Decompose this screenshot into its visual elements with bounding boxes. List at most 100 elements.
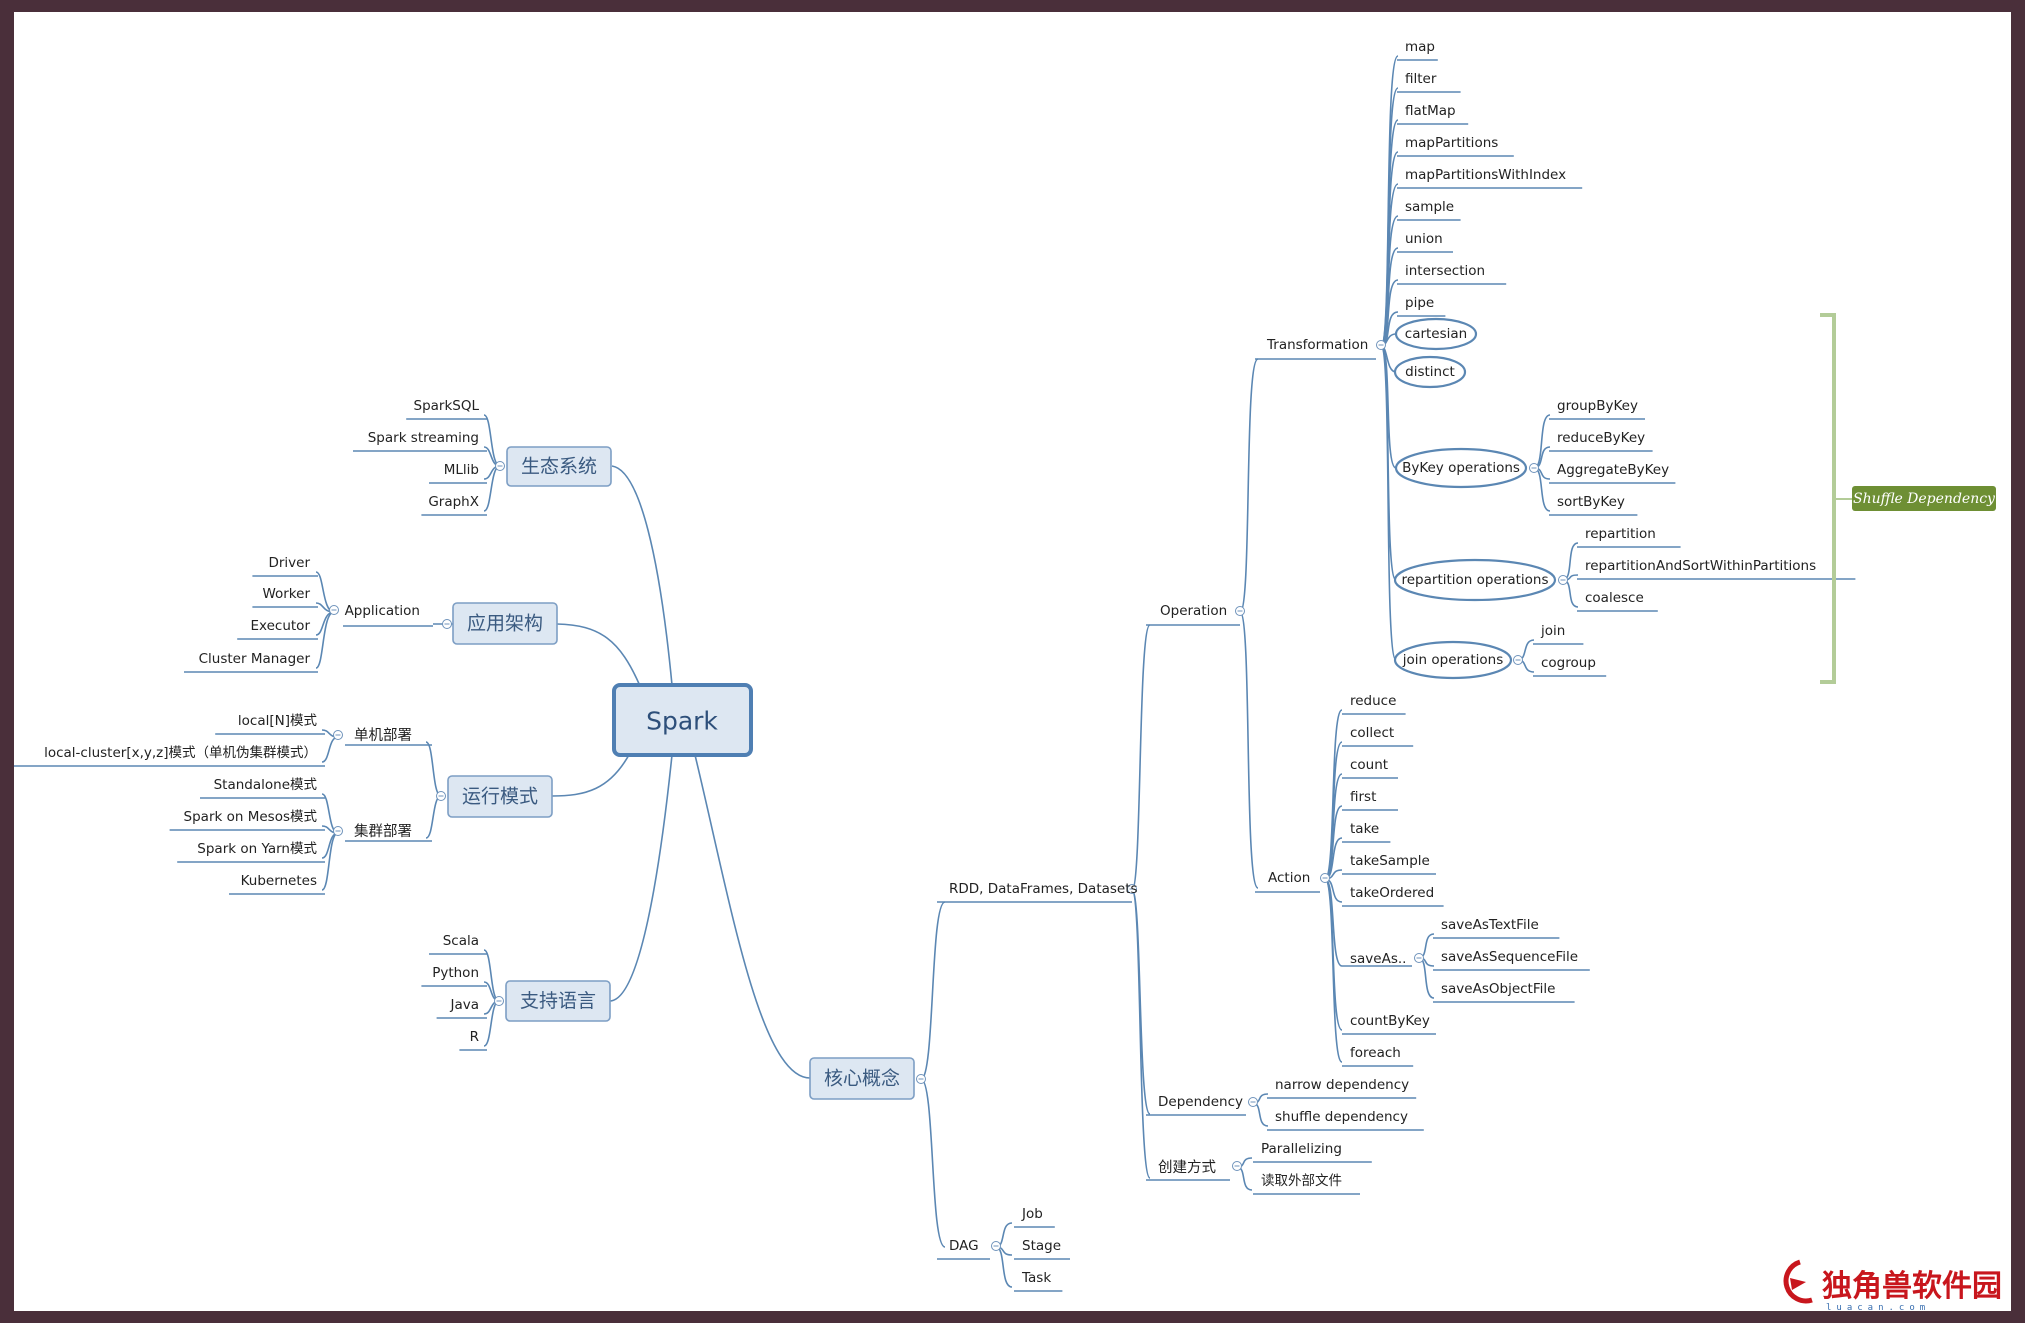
transformation-item[interactable]: mapPartitionsWithIndex — [1405, 167, 1566, 183]
core-node-label[interactable]: 核心概念 — [824, 1067, 900, 1090]
action-item[interactable]: take — [1350, 821, 1379, 837]
bykey-operations-label[interactable]: ByKey operations — [1402, 460, 1520, 476]
join-operations-label[interactable]: join operations — [1402, 652, 1503, 668]
collapse-toggle-icon[interactable] — [916, 1074, 926, 1084]
join-item[interactable]: join — [1540, 623, 1565, 639]
architecture-item[interactable]: Driver — [268, 555, 310, 571]
core-node-box[interactable] — [809, 1057, 915, 1100]
distinct-label[interactable]: distinct — [1405, 364, 1455, 380]
collapse-toggle-icon[interactable] — [1529, 463, 1539, 473]
collapse-toggle-icon[interactable] — [1376, 340, 1386, 350]
repartition-item[interactable]: repartitionAndSortWithinPartitions — [1585, 558, 1816, 574]
ecosystem-item[interactable]: SparkSQL — [414, 398, 480, 414]
collapse-toggle-icon[interactable] — [1248, 1097, 1258, 1107]
creation-item[interactable]: Parallelizing — [1261, 1141, 1342, 1157]
language-item[interactable]: Scala — [443, 933, 479, 949]
languages-node-box[interactable] — [505, 980, 611, 1022]
action-item[interactable]: takeSample — [1350, 853, 1430, 869]
shuffle-dependency-callout[interactable] — [1852, 486, 1996, 511]
architecture-item[interactable]: Cluster Manager — [199, 651, 311, 667]
collapse-toggle-icon[interactable] — [333, 826, 343, 836]
transformation-item[interactable]: pipe — [1405, 295, 1434, 311]
action-item[interactable]: reduce — [1350, 693, 1396, 709]
cluster-deploy-label[interactable]: 集群部署 — [354, 823, 412, 840]
collapse-toggle-icon[interactable] — [436, 791, 446, 801]
join-item[interactable]: cogroup — [1541, 655, 1596, 671]
action-item[interactable]: count — [1350, 757, 1388, 773]
bykey-item[interactable]: groupByKey — [1557, 398, 1638, 414]
dependency-item[interactable]: shuffle dependency — [1275, 1109, 1408, 1125]
transformation-item[interactable]: union — [1405, 231, 1443, 247]
transformation-item[interactable]: flatMap — [1405, 103, 1456, 119]
collapse-toggle-icon[interactable] — [1320, 873, 1330, 883]
action-item[interactable]: takeOrdered — [1350, 885, 1434, 901]
single-deploy-label[interactable]: 单机部署 — [354, 727, 412, 744]
collapse-toggle-icon[interactable] — [1414, 953, 1424, 963]
creation-item[interactable]: 读取外部文件 — [1261, 1173, 1342, 1189]
ecosystem-node-box[interactable] — [506, 446, 612, 487]
architecture-item[interactable]: Worker — [262, 586, 310, 602]
operation-label[interactable]: Operation — [1160, 603, 1227, 619]
action-item[interactable]: foreach — [1350, 1045, 1401, 1061]
rdd-label[interactable]: RDD, DataFrames, Datasets — [949, 881, 1138, 897]
repartition-item[interactable]: repartition — [1585, 526, 1656, 542]
collapse-toggle-icon[interactable] — [991, 1241, 1001, 1251]
collapse-toggle-icon[interactable] — [495, 461, 505, 471]
action-item[interactable]: first — [1350, 789, 1376, 805]
saveas-item[interactable]: saveAsObjectFile — [1441, 981, 1555, 997]
dependency-item[interactable]: narrow dependency — [1275, 1077, 1409, 1093]
collapse-toggle-icon[interactable] — [442, 619, 452, 629]
architecture-item[interactable]: Executor — [251, 618, 311, 634]
bykey-item[interactable]: reduceByKey — [1557, 430, 1645, 446]
architecture-node-label[interactable]: 应用架构 — [467, 613, 543, 635]
cartesian-label[interactable]: cartesian — [1405, 326, 1467, 342]
repartition-item[interactable]: coalesce — [1585, 590, 1644, 606]
ecosystem-item[interactable]: GraphX — [428, 494, 479, 510]
dag-item[interactable]: Job — [1021, 1206, 1043, 1222]
creation-label[interactable]: 创建方式 — [1158, 1159, 1216, 1176]
join-operations-oval[interactable] — [1393, 640, 1513, 680]
saveas-item[interactable]: saveAsSequenceFile — [1441, 949, 1578, 965]
bykey-item[interactable]: sortByKey — [1557, 494, 1625, 510]
application-label[interactable]: Application — [345, 603, 420, 619]
dag-item[interactable]: Task — [1021, 1270, 1051, 1286]
saveas-label[interactable]: saveAs.. — [1350, 951, 1406, 967]
collapse-toggle-icon[interactable] — [1235, 606, 1245, 616]
bykey-operations-oval[interactable] — [1394, 447, 1528, 489]
run-modes-node-label[interactable]: 运行模式 — [462, 786, 538, 808]
action-label[interactable]: Action — [1268, 870, 1310, 886]
collapse-toggle-icon[interactable] — [1127, 884, 1137, 894]
collapse-toggle-icon[interactable] — [329, 605, 339, 615]
language-item[interactable]: Python — [432, 965, 479, 981]
action-item[interactable]: countByKey — [1350, 1013, 1430, 1029]
transformation-item[interactable]: map — [1405, 39, 1435, 55]
languages-node-label[interactable]: 支持语言 — [520, 990, 596, 1012]
single-deploy-item[interactable]: local-cluster[x,y,z]模式（单机伪集群模式） — [44, 745, 317, 761]
ecosystem-node-label[interactable]: 生态系统 — [521, 456, 597, 478]
cluster-deploy-item[interactable]: Kubernetes — [241, 873, 317, 889]
root-box[interactable] — [612, 683, 753, 757]
dependency-label[interactable]: Dependency — [1158, 1094, 1243, 1110]
collapse-toggle-icon[interactable] — [333, 730, 343, 740]
bykey-item[interactable]: AggregateByKey — [1557, 462, 1669, 478]
architecture-node-box[interactable] — [452, 602, 558, 645]
transformation-label[interactable]: Transformation — [1266, 337, 1368, 353]
collapse-toggle-icon[interactable] — [494, 996, 504, 1006]
repartition-operations-label[interactable]: repartition operations — [1402, 572, 1549, 588]
single-deploy-item[interactable]: local[N]模式 — [238, 713, 318, 729]
dag-label[interactable]: DAG — [949, 1238, 979, 1254]
transformation-item[interactable]: intersection — [1405, 263, 1485, 279]
run-modes-node-box[interactable] — [447, 775, 553, 818]
collapse-toggle-icon[interactable] — [1558, 575, 1568, 585]
transformation-item[interactable]: mapPartitions — [1405, 135, 1498, 151]
language-item[interactable]: Java — [449, 997, 479, 1013]
transformation-item[interactable]: sample — [1405, 199, 1454, 215]
dag-item[interactable]: Stage — [1022, 1238, 1061, 1254]
cluster-deploy-item[interactable]: Standalone模式 — [214, 777, 318, 793]
ecosystem-item[interactable]: MLlib — [444, 462, 479, 478]
root-label[interactable]: Spark — [646, 707, 718, 736]
distinct-oval[interactable] — [1393, 355, 1467, 389]
action-item[interactable]: collect — [1350, 725, 1394, 741]
cluster-deploy-item[interactable]: Spark on Yarn模式 — [197, 841, 317, 857]
ecosystem-item[interactable]: Spark streaming — [368, 430, 479, 446]
